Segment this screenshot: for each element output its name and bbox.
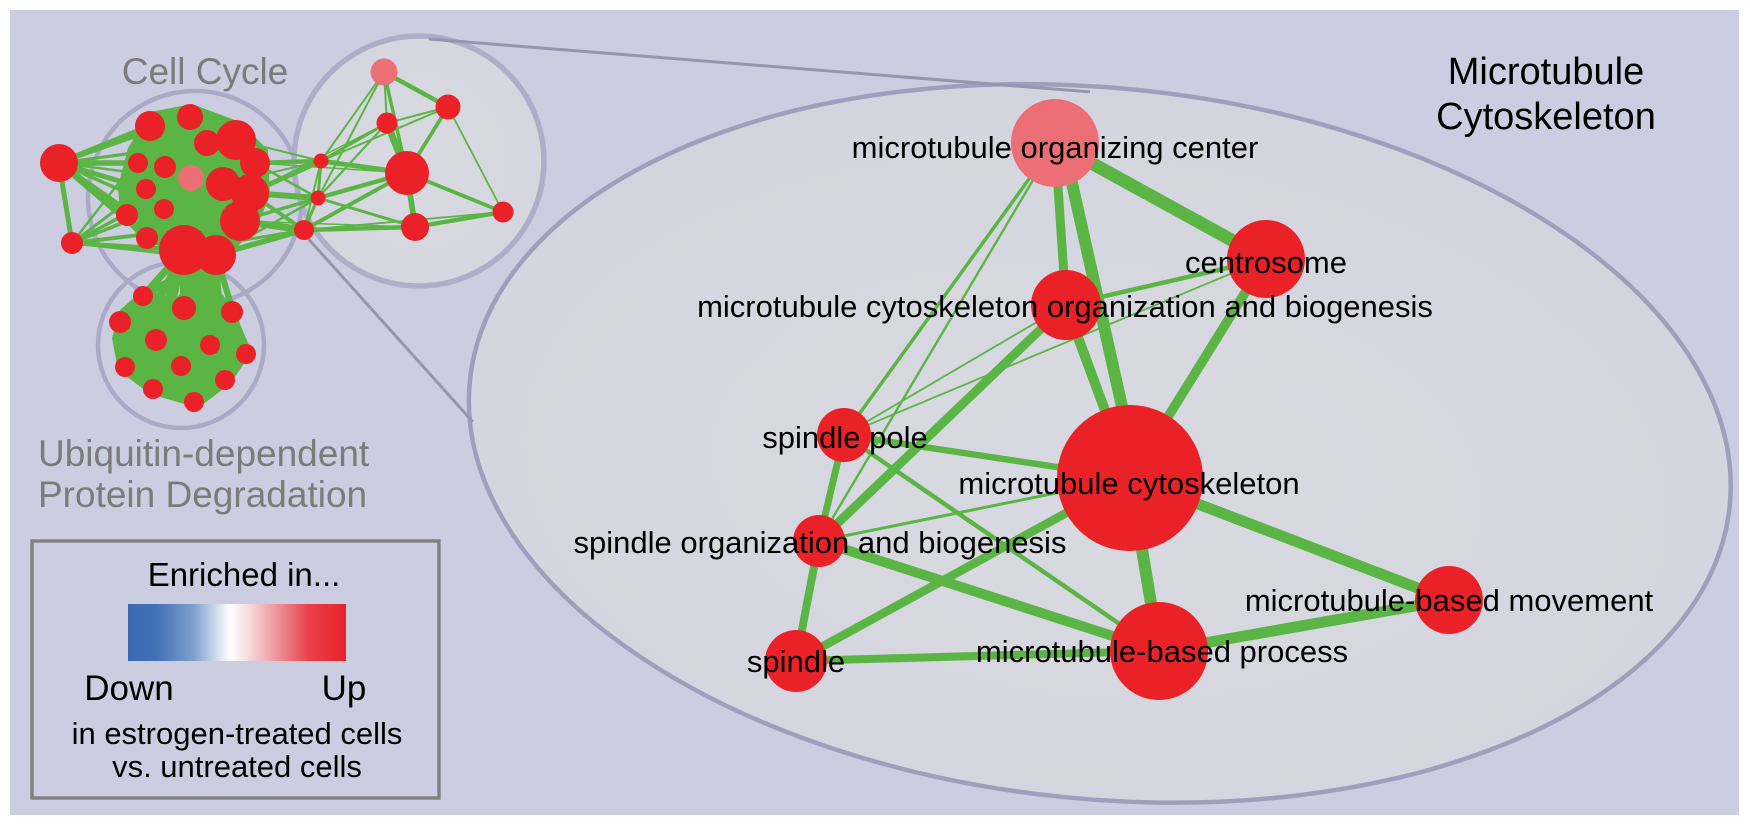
svg-text:microtubule cytoskeleton organ: microtubule cytoskeleton organization an… xyxy=(697,289,1433,324)
svg-text:Ubiquitin-dependent: Ubiquitin-dependent xyxy=(38,433,370,474)
svg-text:microtubule organizing center: microtubule organizing center xyxy=(852,130,1259,165)
svg-text:spindle pole: spindle pole xyxy=(762,420,927,455)
svg-text:microtubule cytoskeleton: microtubule cytoskeleton xyxy=(958,466,1299,501)
svg-text:Protein Degradation: Protein Degradation xyxy=(38,474,367,515)
svg-text:microtubule-based process: microtubule-based process xyxy=(976,634,1348,669)
svg-text:Up: Up xyxy=(322,669,367,708)
svg-text:centrosome: centrosome xyxy=(1185,245,1347,280)
svg-text:vs. untreated cells: vs. untreated cells xyxy=(112,749,362,784)
svg-text:Enriched in...: Enriched in... xyxy=(148,556,341,593)
svg-text:spindle: spindle xyxy=(747,644,845,679)
svg-text:spindle organization and bioge: spindle organization and biogenesis xyxy=(574,525,1067,560)
svg-text:Cell Cycle: Cell Cycle xyxy=(122,51,289,92)
svg-text:Cytoskeleton: Cytoskeleton xyxy=(1436,96,1656,138)
svg-text:Microtubule: Microtubule xyxy=(1448,51,1644,93)
svg-text:in estrogen-treated cells: in estrogen-treated cells xyxy=(72,716,403,751)
svg-text:microtubule-based movement: microtubule-based movement xyxy=(1245,583,1654,618)
svg-text:Down: Down xyxy=(84,669,173,708)
